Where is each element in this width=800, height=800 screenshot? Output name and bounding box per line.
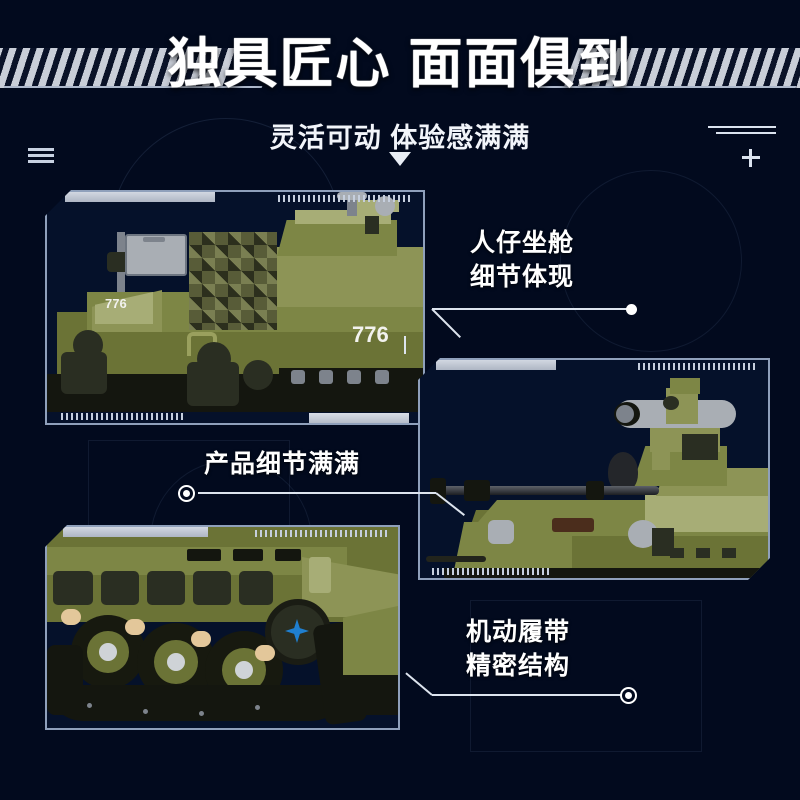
vehicle-number-left: 776 xyxy=(105,296,127,311)
page-title: 独具匠心 面面俱到 xyxy=(167,34,633,94)
header-banner: 独具匠心 面面俱到 xyxy=(0,32,800,104)
panel-tick-decor xyxy=(432,568,552,575)
dot-ring-icon xyxy=(620,687,637,704)
censored-region xyxy=(189,232,277,330)
panel-tab xyxy=(436,358,556,370)
diagonal-stripes-decor xyxy=(0,48,237,88)
panel-turret[interactable] xyxy=(418,358,770,580)
callout-detail: 产品细节满满 xyxy=(204,447,360,481)
callout-tracks: 机动履带 精密结构 xyxy=(466,615,570,683)
callout-tracks-line2: 精密结构 xyxy=(466,652,571,680)
callout-cockpit: 人仔坐舱 细节体现 xyxy=(470,226,574,294)
page-subtitle: 灵活可动 体验感满满 xyxy=(269,123,531,153)
dot-filled-icon xyxy=(626,304,637,315)
cockpit-photo: 776 776 xyxy=(47,192,423,423)
callout-cockpit-lead xyxy=(432,308,629,310)
panel-tab xyxy=(63,527,208,537)
panel-tracks[interactable] xyxy=(45,525,400,730)
dot-ring-icon xyxy=(178,485,195,502)
callout-cockpit-line1: 人仔坐舱 xyxy=(470,229,575,257)
plus-icon xyxy=(742,149,760,167)
panel-tick-decor xyxy=(255,530,390,537)
double-line-decor xyxy=(708,126,776,138)
panel-tick-decor xyxy=(278,195,413,202)
panel-tab xyxy=(65,192,215,202)
callout-tracks-line1: 机动履带 xyxy=(466,618,571,646)
triangle-down-icon xyxy=(389,152,411,166)
callout-cockpit-line2: 细节体现 xyxy=(470,263,575,291)
callout-cockpit-diagonal xyxy=(431,308,461,338)
panel-cockpit[interactable]: 776 776 xyxy=(45,190,425,425)
callout-tracks-lead xyxy=(432,694,622,696)
callout-detail-lead xyxy=(198,492,436,494)
callout-detail-line1: 产品细节满满 xyxy=(204,450,361,478)
diagonal-stripes-decor xyxy=(563,48,800,88)
hamburger-lines-icon xyxy=(28,148,54,166)
panel-tab xyxy=(309,413,409,423)
turret-photo xyxy=(420,360,768,578)
tracks-photo xyxy=(47,527,398,728)
callout-tracks-diagonal xyxy=(405,672,433,696)
bg-circle-3 xyxy=(560,170,742,352)
panel-tick-decor xyxy=(638,363,758,370)
callout-cockpit-stem xyxy=(404,336,406,354)
vehicle-number-right: 776 xyxy=(352,322,389,347)
panel-tick-decor xyxy=(61,413,186,420)
